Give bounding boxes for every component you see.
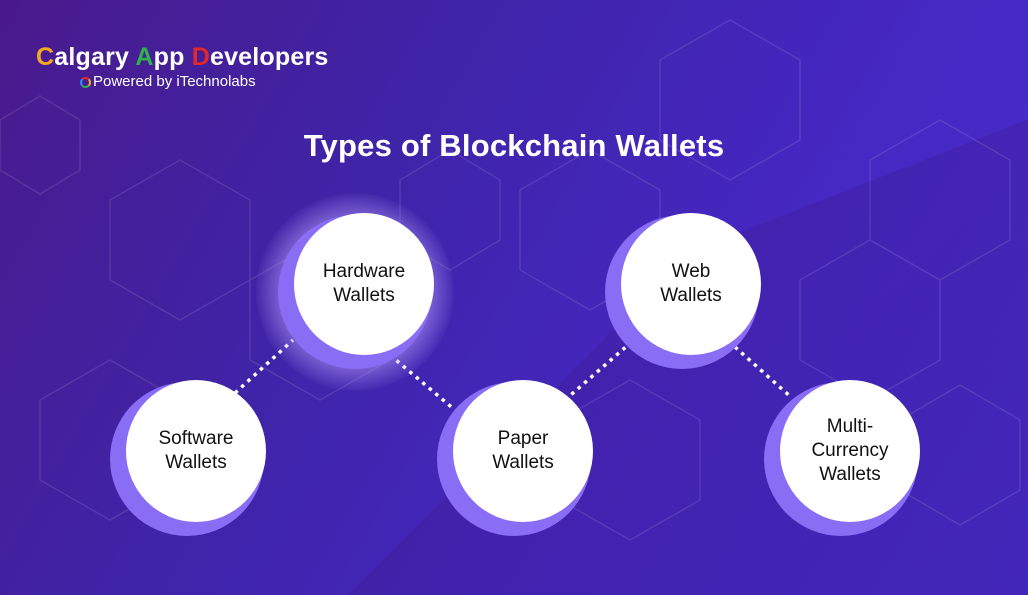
connector-hardware-paper xyxy=(388,353,457,412)
logo-wordmark: Calgary App Developers xyxy=(36,43,329,71)
company-logo: Calgary App Developers Powered by iTechn… xyxy=(36,42,329,91)
logo-letter-d: D xyxy=(191,43,210,71)
connector-paper-web xyxy=(563,343,630,402)
logo-letter-a: A xyxy=(135,43,154,71)
logo-tagline: Powered by iTechnolabs xyxy=(80,73,329,91)
itechnolabs-ring-icon xyxy=(80,76,91,88)
logo-letter-c: C xyxy=(36,43,55,71)
page-title: Types of Blockchain Wallets xyxy=(303,128,725,163)
